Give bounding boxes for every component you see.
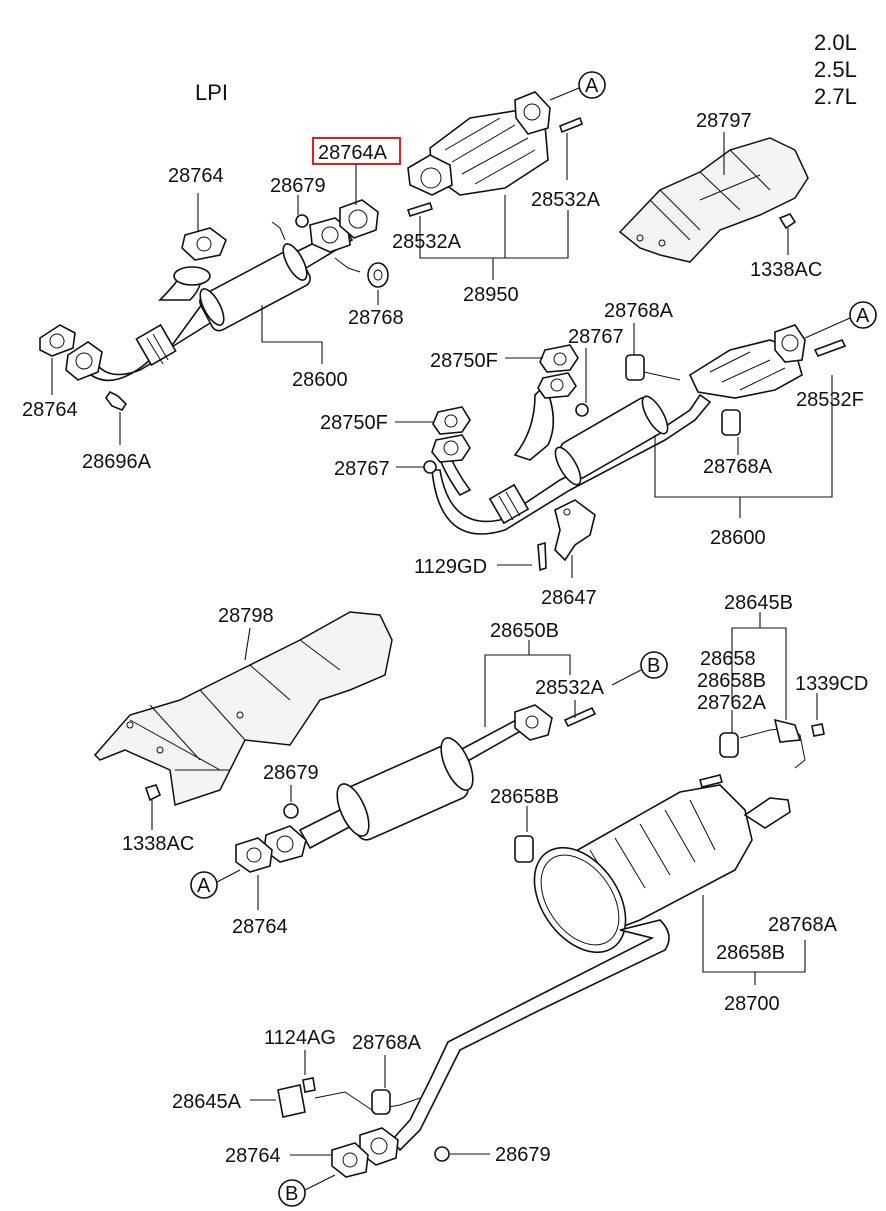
callout-a-low (190, 871, 218, 899)
gasket-28764-rear (331, 1142, 369, 1178)
nut-28767-lower (423, 460, 437, 474)
part-28645a[interactable]: 28645A (172, 1091, 242, 1113)
gasket-28750f-lower (431, 406, 471, 463)
part-28768a-mid[interactable]: 28768A (703, 456, 773, 478)
part-28750f-low[interactable]: 28750F (320, 412, 388, 434)
part-28767-top[interactable]: 28767 (568, 326, 624, 348)
part-28750f-top[interactable]: 28750F (430, 350, 498, 372)
part-28600-top[interactable]: 28600 (292, 369, 348, 391)
hanger-28768a-upper (625, 354, 681, 381)
front-pipe-28600-lpi (431, 324, 806, 535)
gasket-28764-mid (235, 837, 273, 873)
part-28762a[interactable]: 28762A (697, 692, 767, 714)
part-28650b[interactable]: 28650B (490, 620, 559, 642)
part-28532f[interactable]: 28532F (796, 389, 864, 411)
callout-a-low-label: A (197, 875, 211, 897)
part-28764-mid[interactable]: 28764 (232, 916, 288, 938)
part-28532a-right[interactable]: 28532A (531, 189, 601, 211)
gasket-28750f-upper (537, 344, 579, 399)
part-1129gd[interactable]: 1129GD (414, 556, 487, 578)
callout-b-mid (640, 651, 668, 679)
part-28768a-top[interactable]: 28768A (604, 300, 674, 322)
bolt-1338ac-mid (144, 784, 162, 802)
callout-a-mid-label: A (856, 305, 870, 327)
part-28768a-right[interactable]: 28768A (768, 914, 838, 936)
part-28768a-rear[interactable]: 28768A (352, 1032, 422, 1054)
part-28764a[interactable]: 28764A (318, 142, 388, 164)
part-28658b-upper[interactable]: 28658B (697, 670, 766, 692)
part-28647[interactable]: 28647 (541, 587, 597, 609)
part-28658b-mid[interactable]: 28658B (490, 786, 559, 808)
center-muffler-28650b (263, 704, 553, 863)
part-28700[interactable]: 28700 (724, 993, 780, 1015)
nut-28679-mid (283, 803, 299, 819)
part-1124ag[interactable]: 1124AG (264, 1027, 336, 1049)
engine-2-5l: 2.5L (814, 57, 857, 82)
part-28764-left[interactable]: 28764 (22, 399, 78, 421)
part-28600-mid[interactable]: 28600 (710, 527, 766, 549)
callout-b-bottom-label: B (285, 1183, 298, 1205)
part-28764-top[interactable]: 28764 (168, 165, 224, 187)
callout-a-top-label: A (585, 75, 599, 97)
hanger-28768a-rear (371, 1089, 391, 1115)
part-1338ac-top[interactable]: 1338AC (750, 259, 822, 281)
bolt-1338ac-top (778, 213, 797, 230)
engine-2-7l: 2.7L (814, 84, 857, 109)
bracket-28647 (554, 499, 596, 562)
nut-28767-upper (575, 403, 589, 417)
variant-label: LPI (195, 80, 228, 105)
callout-b-bottom (278, 1179, 306, 1207)
part-28658[interactable]: 28658 (700, 648, 756, 670)
bolt-1129gd (537, 541, 547, 572)
bolt-1124ag (302, 1077, 316, 1093)
hanger-assy-28645b (719, 718, 806, 769)
catalytic-converter-28950 (407, 91, 551, 196)
nut-28679 (295, 214, 309, 228)
stud-28532f (813, 339, 847, 357)
part-28798[interactable]: 28798 (218, 605, 274, 627)
callout-a-top (578, 71, 606, 99)
hanger-28658b (514, 835, 534, 863)
part-28658b-right[interactable]: 28658B (716, 942, 785, 964)
gasket-28764-left (39, 324, 76, 357)
stud-28532a-lower (406, 201, 434, 218)
part-1339cd[interactable]: 1339CD (795, 673, 868, 695)
part-28679-mid[interactable]: 28679 (263, 762, 319, 784)
stud-28532a-upper (559, 116, 583, 134)
bracket-28645a (277, 1084, 306, 1118)
part-28532a-left[interactable]: 28532A (392, 231, 462, 253)
stud-28532a-mid (563, 706, 597, 728)
part-28532a-mid[interactable]: 28532A (535, 677, 605, 699)
bolt-1339cd (811, 723, 825, 737)
part-28950[interactable]: 28950 (463, 284, 519, 306)
callout-b-mid-label: B (647, 655, 660, 677)
nut-28679-rear (434, 1146, 450, 1162)
tail-pipe (314, 919, 670, 1166)
part-28797[interactable]: 28797 (696, 110, 752, 132)
part-28645b[interactable]: 28645B (724, 592, 793, 614)
part-28679-top[interactable]: 28679 (270, 175, 326, 197)
part-28696a[interactable]: 28696A (82, 451, 152, 473)
part-1338ac-mid[interactable]: 1338AC (122, 833, 194, 855)
hanger-28768 (367, 262, 389, 288)
heat-shield-28798 (93, 611, 393, 806)
part-28768[interactable]: 28768 (348, 307, 404, 329)
gasket-28764-top (181, 227, 227, 261)
gasket-28764a (339, 199, 379, 239)
front-pipe-assembly (65, 217, 361, 382)
main-muffler-28700 (533, 774, 791, 954)
part-28679-rear[interactable]: 28679 (495, 1144, 551, 1166)
callout-a-mid (849, 301, 877, 329)
heat-shield-28797 (618, 137, 809, 263)
part-28767-low[interactable]: 28767 (334, 458, 390, 480)
bolt-28696a (105, 390, 128, 411)
engine-2-0l: 2.0L (814, 30, 857, 55)
hanger-28768a-lower (721, 409, 741, 436)
part-28764-rear[interactable]: 28764 (225, 1145, 281, 1167)
